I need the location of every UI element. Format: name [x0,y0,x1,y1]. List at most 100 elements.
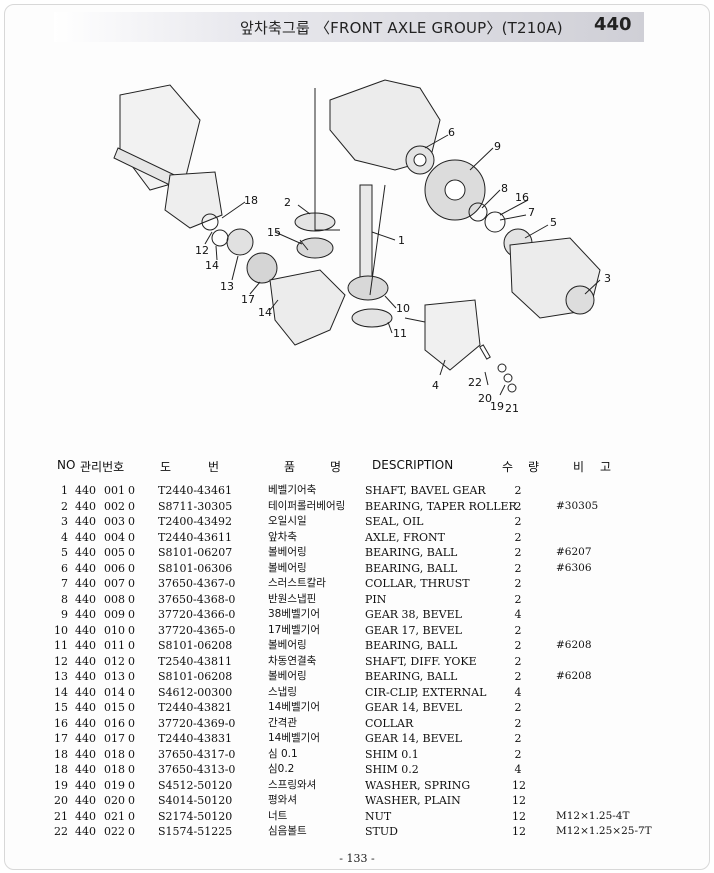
cell-qty: 12 [512,778,526,792]
cell-sub: 0 [128,561,135,575]
cell-grp: 440 [75,825,96,838]
cell-seq: 016 [104,716,125,730]
stud [479,344,491,360]
cell-sub: 0 [128,794,135,807]
cell-qty: 12 [512,809,526,823]
cell-no: 19 [54,778,68,792]
col-qty-b: 량 [528,460,540,474]
cell-part: S8101-06207 [158,546,233,559]
cell-desc: BEARING, TAPER ROLLER [365,499,517,513]
cell-ko: 베벨기어축 [268,484,317,496]
callout-5: 5 [550,216,557,229]
cell-ko: 차동연결축 [268,654,317,667]
cell-sub: 0 [128,778,135,792]
cell-part: 37650-4317-0 [158,747,236,761]
callout-6: 6 [448,126,455,139]
cell-desc: SEAL, OIL [365,515,424,528]
cell-ko: 볼베어링 [268,561,307,574]
section-number: 440 [594,14,632,35]
cell-ko: 38베벨기어 [268,608,321,620]
callout-17: 17 [241,293,255,306]
cell-no: 17 [54,732,68,745]
bevel-gear-14-lower [246,252,278,284]
cell-seq: 008 [104,592,125,606]
cell-desc: WASHER, PLAIN [365,794,461,807]
cell-qty: 2 [514,561,522,575]
oil-seal [565,285,595,315]
cell-ko: 너트 [268,809,288,822]
cell-seq: 010 [104,623,125,637]
callout-2: 2 [284,196,291,209]
cell-seq: 013 [104,670,125,683]
spring-washer [497,363,507,373]
cell-qty: 4 [514,763,522,776]
cell-no: 16 [54,716,68,730]
cell-part: 37650-4313-0 [158,763,236,776]
cell-note: #6208 [556,639,592,651]
cell-desc: GEAR 14, BEVEL [365,701,462,714]
cell-ko: 심0.2 [268,763,295,775]
cell-sub: 0 [128,530,135,544]
callout-14b: 14 [258,306,272,319]
col-note-a: 비 [573,460,585,474]
page-title: 앞차축그룹 〈FRONT AXLE GROUP〉(T210A) [240,19,563,37]
cell-qty: 2 [514,484,522,497]
callout-7: 7 [528,206,535,219]
cell-desc: BEARING, BALL [365,546,458,559]
bevel-gear-17 [347,275,389,301]
cell-desc: BEARING, BALL [365,561,458,575]
knuckle-case [269,269,346,346]
cell-qty: 2 [514,577,522,590]
cell-desc: AXLE, FRONT [365,530,445,544]
cell-no: 5 [61,546,68,559]
cell-seq: 021 [104,809,125,823]
header-band [54,12,644,42]
col-part-no-a: 도 [160,460,172,474]
col-mgmt-no: 관리번호 [80,460,125,474]
cell-seq: 012 [104,654,125,668]
cell-grp: 440 [75,530,96,544]
cell-desc: COLLAR [365,716,414,730]
cell-sub: 0 [128,716,135,730]
cell-grp: 440 [75,701,96,714]
callout-1: 1 [398,234,405,247]
nut [507,383,517,393]
cell-sub: 0 [128,484,135,497]
callout-16: 16 [515,191,529,204]
cell-seq: 017 [104,732,125,745]
cell-qty: 2 [514,670,522,683]
callout-9: 9 [494,140,501,153]
cell-qty: 2 [514,592,522,606]
cell-no: 13 [54,670,68,683]
cell-seq: 014 [104,685,125,699]
cell-part: S8101-06208 [158,670,233,683]
callout-3: 3 [604,272,611,285]
col-no: NO [57,458,76,472]
cell-no: 22 [54,825,68,838]
cell-qty: 2 [514,654,522,668]
cell-desc: PIN [365,592,387,606]
cell-no: 8 [61,592,68,606]
cell-qty: 2 [514,639,522,652]
cell-no: 20 [54,794,68,807]
cell-sub: 0 [128,515,135,528]
cell-no: 6 [61,561,68,575]
cell-ko: 간격관 [268,716,297,729]
cell-seq: 006 [104,561,125,575]
cell-qty: 12 [512,825,526,838]
cell-ko: 볼베어링 [268,639,307,651]
callout-14a: 14 [205,259,219,272]
callout-18: 18 [244,194,258,207]
cell-desc: WASHER, SPRING [365,778,471,792]
cell-qty: 4 [514,685,522,699]
cell-part: T2540-43811 [158,654,233,668]
cell-part: S1574-51225 [158,825,233,838]
